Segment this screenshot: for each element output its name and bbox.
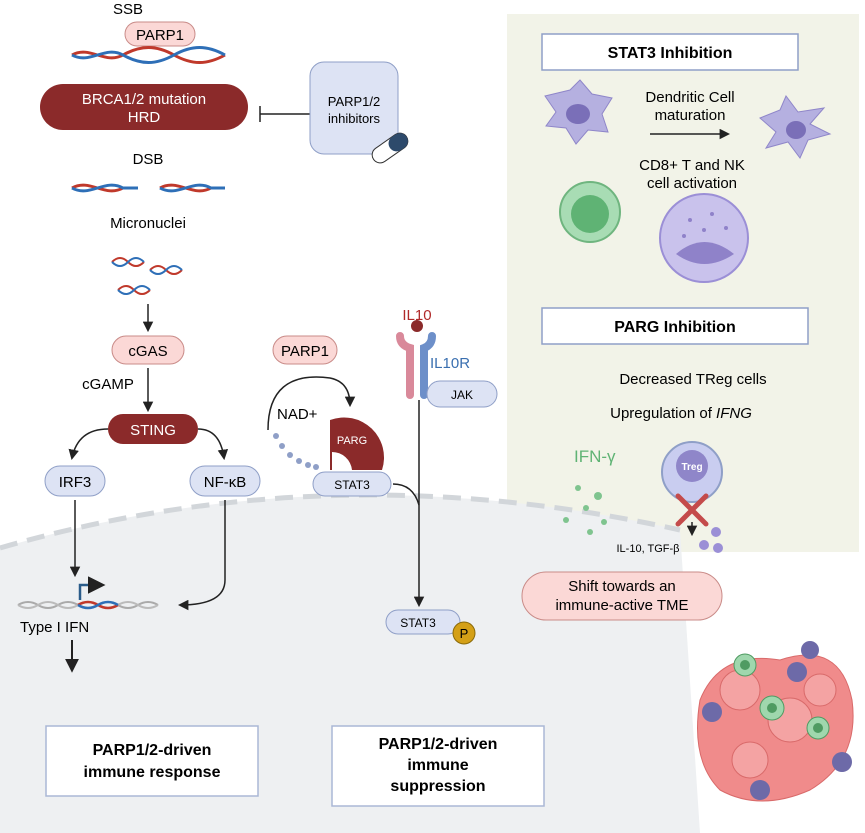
parp1-mid-label: PARP1 bbox=[281, 343, 329, 360]
immune-suppression-box bbox=[331, 725, 545, 807]
immune-response-label-2: immune response bbox=[84, 764, 221, 781]
immune-suppression-label-3: suppression bbox=[390, 778, 485, 795]
parg-inhibition-title: PARG Inhibition bbox=[614, 319, 735, 336]
inhibitors-box bbox=[309, 61, 399, 155]
inhibitors-label-2: inhibitors bbox=[328, 111, 381, 126]
pill-capsule-icon bbox=[371, 132, 409, 164]
treg-decrease-label: Decreased TReg cells bbox=[619, 371, 766, 388]
treg-cell-icon bbox=[661, 441, 723, 503]
shift-tme-label-2: immune-active TME bbox=[555, 597, 688, 614]
treg-label: Treg bbox=[681, 462, 702, 473]
cd8-t-cell-icon bbox=[559, 181, 621, 243]
stat3-top-label: STAT3 bbox=[334, 478, 370, 492]
parp1-top-label: PARP1 bbox=[136, 27, 184, 44]
stat3-bottom-pill bbox=[385, 609, 461, 635]
nk-cell-icon bbox=[659, 193, 749, 283]
nad-arrow bbox=[267, 376, 356, 431]
parg-label: PARG bbox=[337, 435, 367, 447]
immune-response-label-1: PARP1/2-driven bbox=[93, 742, 212, 759]
ssb-label: SSB bbox=[113, 1, 143, 18]
micronuclei-dna-icon bbox=[111, 257, 183, 295]
stat3-top-pill bbox=[312, 471, 392, 497]
il10-tgf-label: IL-10, TGF-β bbox=[617, 543, 680, 555]
cytokine-dots-icon bbox=[699, 527, 723, 553]
cgas-pill bbox=[111, 335, 185, 365]
il10-label: IL10 bbox=[402, 307, 431, 324]
immature-dendritic-cell-icon bbox=[544, 79, 613, 145]
jak-label: JAK bbox=[451, 388, 473, 402]
shift-tme-label-1: Shift towards an bbox=[568, 578, 676, 595]
phosphate-label: P bbox=[460, 626, 469, 641]
sting-label: STING bbox=[130, 422, 176, 439]
irf3-pill bbox=[44, 465, 106, 497]
dna-ssb-icon bbox=[71, 46, 226, 64]
brca-label-2: HRD bbox=[128, 109, 161, 126]
cd8-nk-label-2: cell activation bbox=[647, 175, 737, 192]
parg-pocket bbox=[332, 451, 352, 470]
type1ifn-label: Type I IFN bbox=[20, 619, 89, 636]
dc-maturation-label-1: Dendritic Cell bbox=[645, 89, 734, 106]
arrow-sting-nfkb bbox=[197, 428, 229, 461]
nfkb-label: NF-κB bbox=[204, 474, 247, 491]
cgamp-label: cGAMP bbox=[82, 376, 134, 393]
il10r-receptor-icon bbox=[396, 332, 414, 399]
phosphate-badge bbox=[452, 621, 476, 645]
dsb-label: DSB bbox=[133, 151, 164, 168]
dna-dsb-icon bbox=[71, 183, 225, 193]
sting-pill bbox=[108, 414, 198, 444]
arrow-sting-irf3 bbox=[68, 428, 109, 461]
inhibitors-label-1: PARP1/2 bbox=[328, 94, 381, 109]
cd8-nk-label-1: CD8+ T and NK bbox=[639, 157, 745, 174]
il10r-beta-chain bbox=[420, 332, 436, 399]
ifn-gamma-dots-icon bbox=[563, 485, 607, 535]
stat3-inhibition-box bbox=[541, 33, 799, 71]
ifng-upregulation-label: Upregulation of IFNG bbox=[610, 405, 752, 422]
dc-maturation-label-2: maturation bbox=[655, 107, 726, 124]
cross-mark-icon bbox=[675, 493, 709, 527]
mature-dendritic-cell-icon bbox=[759, 95, 832, 159]
polymer-dots-icon bbox=[273, 433, 319, 470]
ifn-gamma-label: IFN-γ bbox=[574, 447, 616, 466]
brca-pill bbox=[40, 84, 248, 130]
stat3-connector bbox=[392, 483, 420, 506]
il10r-label: IL10R bbox=[430, 355, 470, 372]
nfkb-pill bbox=[189, 465, 261, 497]
tumor-microenvironment-icon bbox=[697, 641, 854, 802]
type1ifn-gene-icon bbox=[17, 576, 159, 610]
nad-label: NAD+ bbox=[277, 406, 318, 423]
arrow-nfkb-ifn bbox=[177, 500, 226, 611]
jak-pill bbox=[426, 380, 498, 408]
il10-ligand-icon bbox=[411, 320, 423, 332]
stat3-bottom-label: STAT3 bbox=[400, 616, 436, 630]
parp1-mid-pill bbox=[272, 335, 338, 365]
micronuclei-label: Micronuclei bbox=[110, 215, 186, 232]
shift-tme-pill bbox=[521, 571, 723, 621]
immune-suppression-label-2: immune bbox=[407, 757, 468, 774]
cgas-label: cGAS bbox=[128, 343, 167, 360]
parg-inhibition-box bbox=[541, 307, 809, 345]
parp1-top-pill bbox=[124, 21, 196, 47]
brca-label-1: BRCA1/2 mutation bbox=[82, 91, 206, 108]
stat3-inhibition-title: STAT3 Inhibition bbox=[608, 45, 733, 62]
irf3-label: IRF3 bbox=[59, 474, 92, 491]
immune-response-box bbox=[45, 725, 259, 797]
immune-suppression-label-1: PARP1/2-driven bbox=[379, 736, 498, 753]
